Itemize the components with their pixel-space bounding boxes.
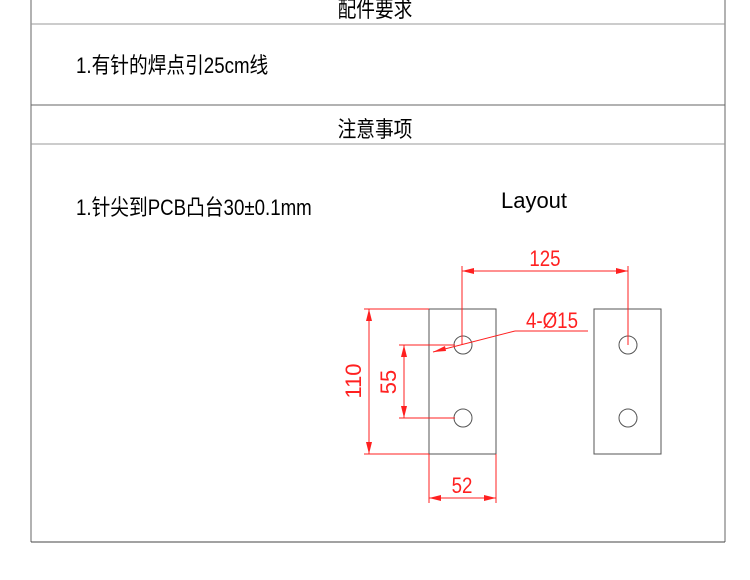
right-part-hole-bottom: [618, 408, 638, 428]
requirement-item-1: 1.有针的焊点引25cm线: [76, 53, 269, 78]
dimension-lines: [364, 266, 629, 503]
left-part-hole-bottom: [453, 408, 473, 428]
dim-label-spacing: 125: [529, 248, 560, 272]
dim-label-holes: 4-Ø15: [526, 310, 578, 334]
notes-header-title: 注意事项: [337, 117, 413, 142]
dim-label-height: 110: [341, 363, 366, 398]
note-item-1: 1.针尖到PCB凸台30±0.1mm: [76, 195, 312, 220]
layout-title: Layout: [501, 188, 567, 213]
dim-label-width: 52: [452, 475, 473, 499]
dim-label-pitch: 55: [376, 370, 401, 394]
left-part-hole-top: [453, 335, 473, 355]
header-title: 配件要求: [337, 0, 413, 22]
dimension-labels: 125 4-Ø15 110 55 52: [341, 248, 578, 499]
